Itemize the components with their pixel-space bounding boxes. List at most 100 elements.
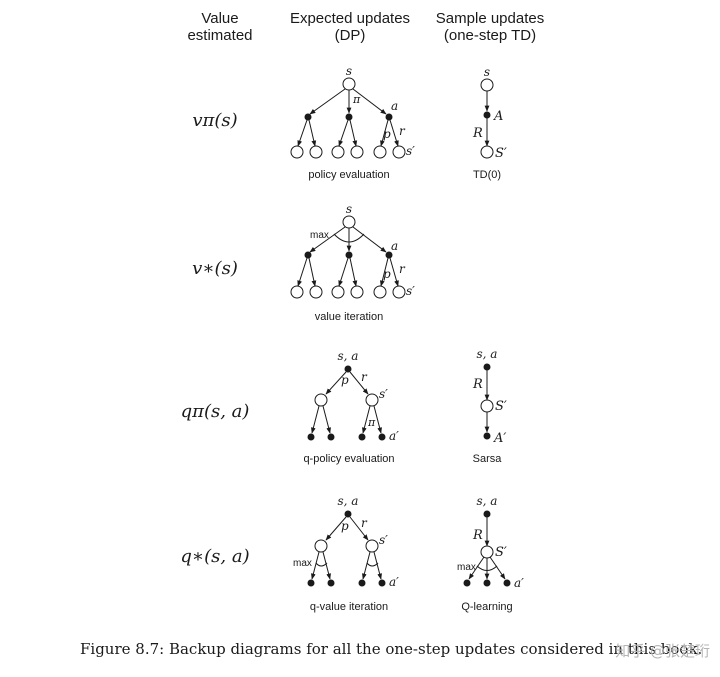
edge [373, 405, 382, 434]
node-label: a′ [389, 575, 399, 589]
diagram-caption: TD(0) [473, 169, 501, 181]
edge [322, 405, 331, 434]
edge [325, 516, 347, 541]
edge-label: p [383, 267, 391, 281]
state-node [309, 145, 323, 159]
header-line-2: (DP) [334, 27, 366, 44]
edge-label: r [361, 516, 368, 530]
action-node [344, 365, 352, 373]
state-node [480, 399, 494, 413]
state-node [350, 145, 364, 159]
edge [352, 226, 387, 253]
column-header-value: Value estimated [170, 10, 270, 44]
edge [349, 257, 358, 287]
edge [380, 119, 389, 147]
edge [311, 551, 320, 580]
action-node [345, 113, 353, 121]
max-label: max [310, 230, 329, 241]
edge [373, 551, 382, 580]
node-label: S′ [495, 146, 507, 161]
edge [308, 119, 317, 147]
header-line-1: Sample updates [435, 10, 545, 27]
state-node [309, 285, 323, 299]
node-label: s, a [477, 494, 498, 508]
edge-label: R [472, 528, 483, 543]
action-node [344, 510, 352, 518]
diagram-caption: policy evaluation [308, 169, 389, 181]
action-node [483, 579, 491, 587]
edge [308, 257, 317, 287]
policy-label: π [352, 93, 361, 106]
edge [349, 516, 369, 541]
state-node [480, 545, 494, 559]
edge [325, 371, 347, 395]
diagram-caption: q-policy evaluation [303, 453, 394, 465]
state-node [314, 393, 328, 407]
max-arc [315, 562, 328, 567]
value-iteration-diagram [290, 215, 406, 299]
edge-label: r [361, 370, 368, 384]
node-label: a′ [514, 576, 524, 590]
edge-label: r [399, 262, 406, 276]
node-label: s [346, 64, 352, 78]
state-node [342, 77, 356, 91]
state-node [331, 285, 345, 299]
node-label: a′ [389, 429, 399, 443]
action-node [483, 510, 491, 518]
action-node [378, 433, 386, 441]
q-policy-evaluation-diagram [307, 365, 386, 441]
header-line-2: (one-step TD) [443, 27, 537, 44]
action-node [463, 579, 471, 587]
state-node [373, 285, 387, 299]
row-value-label: vπ(s) [192, 110, 237, 131]
action-node [307, 433, 315, 441]
node-label: s, a [477, 347, 498, 361]
action-node [327, 433, 335, 441]
action-node [503, 579, 511, 587]
header-line-1: Expected updates [289, 10, 411, 27]
edge [322, 551, 331, 580]
node-label: S′ [495, 399, 507, 414]
node-label: S′ [495, 545, 507, 560]
edge-label: p [341, 373, 349, 387]
edge [352, 88, 387, 115]
state-node [290, 285, 304, 299]
edge [362, 405, 371, 434]
node-label: a [391, 99, 398, 113]
action-node [304, 113, 312, 121]
edge-label: R [472, 126, 483, 141]
state-node [290, 145, 304, 159]
action-node [385, 251, 393, 259]
row-value-label: v∗(s) [192, 258, 238, 279]
row-value-label: q∗(s, a) [180, 546, 249, 567]
action-node [483, 432, 491, 440]
node-label: s, a [338, 494, 359, 508]
edge [297, 119, 308, 147]
header-line-1: Value [201, 10, 239, 27]
edge-label: r [399, 124, 406, 138]
action-node [304, 251, 312, 259]
state-node [392, 285, 406, 299]
edge-label: R [472, 377, 483, 392]
node-label: s′ [406, 144, 415, 158]
state-node [480, 78, 494, 92]
edge [389, 119, 399, 147]
state-node [392, 145, 406, 159]
state-node [480, 145, 494, 159]
action-node [307, 579, 315, 587]
node-label: s [346, 202, 352, 216]
sarsa-diagram [480, 363, 494, 440]
edge [297, 257, 308, 287]
diagram-caption: Q-learning [461, 601, 512, 613]
state-node [331, 145, 345, 159]
node-label: A′ [493, 431, 506, 446]
state-node [342, 215, 356, 229]
action-node [483, 363, 491, 371]
edge-label: p [341, 519, 349, 533]
node-label: s′ [379, 533, 388, 547]
action-node [483, 111, 491, 119]
max-arc [476, 565, 498, 571]
action-node [327, 579, 335, 587]
edge [311, 405, 320, 434]
diagram-caption: value iteration [315, 311, 384, 323]
